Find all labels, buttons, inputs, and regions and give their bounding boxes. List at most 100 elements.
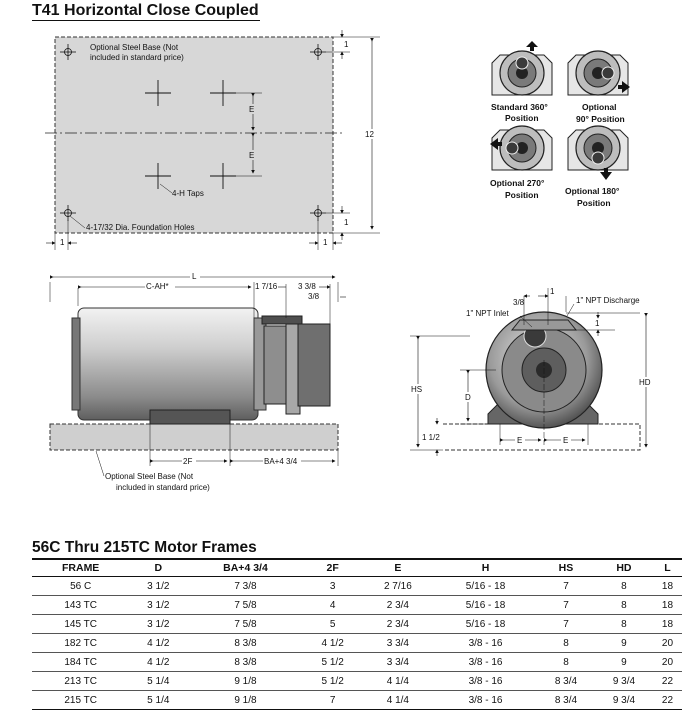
table-cell: 20 <box>652 633 682 653</box>
table-cell: 2 3/4 <box>361 595 435 615</box>
table-cell: 8 <box>594 614 653 634</box>
table-cell: 18 <box>652 576 682 596</box>
table-cell: 4 1/2 <box>303 633 362 653</box>
table-cell: 9 1/8 <box>187 671 304 691</box>
table-cell: 2 3/4 <box>361 614 435 634</box>
table-cell: 4 1/4 <box>361 690 435 710</box>
table-cell: 5/16 - 18 <box>434 595 537 615</box>
end-discharge-label: 1" NPT Discharge <box>576 296 640 305</box>
table-cell: 143 TC <box>32 595 130 615</box>
side-elevation-view: L C-AH* 1 7/16 3 3/8 3/8 2F BA+4 3/4 Opt… <box>49 271 346 492</box>
table-cell: 8 3/4 <box>536 690 595 710</box>
pump-adapter <box>263 325 289 405</box>
table-cell: 22 <box>652 690 682 710</box>
position-360-line1: Standard 360° <box>491 102 548 112</box>
base-holes-label: 4-17/32 Dia. Foundation Holes <box>86 223 195 232</box>
col-ba: BA+4 3/4 <box>187 558 304 577</box>
table-cell: 9 <box>594 633 653 653</box>
side-dim-ba: BA+4 3/4 <box>264 457 298 466</box>
table-cell: 5 <box>303 614 362 634</box>
table-cell: 8 <box>594 576 653 596</box>
end-dim-1a: 1 <box>550 287 555 296</box>
table-cell: 8 3/8 <box>187 652 304 672</box>
table-cell: 7 5/8 <box>187 614 304 634</box>
base-note-line1: Optional Steel Base (Not <box>90 43 179 52</box>
side-note-line1: Optional Steel Base (Not <box>105 472 194 481</box>
base-dim-1-right: 1 <box>323 238 328 247</box>
table-cell: 20 <box>652 652 682 672</box>
table-cell: 9 3/4 <box>594 671 653 691</box>
table-cell: 8 <box>594 595 653 615</box>
table-cell: 5 1/4 <box>129 690 188 710</box>
col-d: D <box>129 558 188 577</box>
table-cell: 215 TC <box>32 690 130 710</box>
table-cell: 8 <box>536 652 595 672</box>
base-dim-e2: E <box>249 151 254 160</box>
end-dim-d: D <box>465 393 471 402</box>
base-dim-1-bot: 1 <box>344 218 349 227</box>
base-dim-12: 12 <box>365 130 374 139</box>
side-dim-1716: 1 7/16 <box>255 282 278 291</box>
table-cell: 7 <box>303 690 362 710</box>
end-inlet-label: 1" NPT Inlet <box>466 309 509 318</box>
side-note-line2: included in standard price) <box>116 483 210 492</box>
position-270-icon <box>490 125 553 171</box>
base-plan-view: E E Optional Steel Base (Not included in… <box>45 30 380 250</box>
table-cell: 3 1/2 <box>129 614 188 634</box>
position-90-icon <box>567 50 630 96</box>
table-cell: 9 3/4 <box>594 690 653 710</box>
table-cell: 3 3/4 <box>361 633 435 653</box>
drawings: E E Optional Steel Base (Not included in… <box>45 30 654 492</box>
table-row: 182 TC 4 1/2 8 3/8 4 1/2 3 3/4 3/8 - 16 … <box>32 633 682 653</box>
table-cell: 3/8 - 16 <box>434 671 537 691</box>
table-cell: 4 1/4 <box>361 671 435 691</box>
table-cell: 3/8 - 16 <box>434 633 537 653</box>
col-e: E <box>361 558 435 577</box>
position-270-line2: Position <box>505 190 539 200</box>
position-90-line2: 90° Position <box>576 114 625 124</box>
end-dim-e1: E <box>517 436 522 445</box>
table-row: 215 TC 5 1/4 9 1/8 7 4 1/4 3/8 - 16 8 3/… <box>32 690 682 710</box>
side-dim-38: 3/8 <box>308 292 320 301</box>
table-cell: 7 5/8 <box>187 595 304 615</box>
table-row: 56 C 3 1/2 7 3/8 3 2 7/16 5/16 - 18 7 8 … <box>32 576 682 596</box>
end-dim-hs: HS <box>411 385 422 394</box>
table-cell: 3 1/2 <box>129 595 188 615</box>
table-cell: 2 7/16 <box>361 576 435 596</box>
table-row: 145 TC 3 1/2 7 5/8 5 2 3/4 5/16 - 18 7 8… <box>32 614 682 634</box>
table-cell: 8 3/4 <box>536 671 595 691</box>
motor-foot <box>149 409 231 425</box>
table-cell: 7 <box>536 595 595 615</box>
table-cell: 184 TC <box>32 652 130 672</box>
base-taps-label: 4-H Taps <box>172 189 204 198</box>
pump-discharge <box>261 315 303 325</box>
end-dim-112: 1 1/2 <box>422 433 440 442</box>
position-270-line1: Optional 270° <box>490 178 545 188</box>
table-cell: 7 3/8 <box>187 576 304 596</box>
base-dim-1-top: 1 <box>344 40 349 49</box>
table-cell: 9 1/8 <box>187 690 304 710</box>
position-180-line1: Optional 180° <box>565 186 620 196</box>
base-dim-1-left: 1 <box>60 238 65 247</box>
table-cell: 145 TC <box>32 614 130 634</box>
table-cell: 4 <box>303 595 362 615</box>
col-hd: HD <box>594 558 653 577</box>
table-cell: 182 TC <box>32 633 130 653</box>
end-dim-38: 3/8 <box>513 298 525 307</box>
table-cell: 4 1/2 <box>129 633 188 653</box>
side-dim-2f: 2F <box>183 457 192 466</box>
table-cell: 3 <box>303 576 362 596</box>
end-dim-hd: HD <box>639 378 651 387</box>
table-cell: 5/16 - 18 <box>434 576 537 596</box>
col-l: L <box>652 558 682 577</box>
base-dim-e1: E <box>249 105 254 114</box>
side-dim-l: L <box>192 272 197 281</box>
table-cell: 18 <box>652 595 682 615</box>
table-row: 184 TC 4 1/2 8 3/8 5 1/2 3 3/4 3/8 - 16 … <box>32 652 682 672</box>
col-hs: HS <box>536 558 595 577</box>
table-cell: 3/8 - 16 <box>434 690 537 710</box>
table-cell: 56 C <box>32 576 130 596</box>
end-elevation-view: 3/8 1 1 1" NPT Discharge 1" NPT Inlet HS… <box>410 287 654 456</box>
table-cell: 5 1/2 <box>303 671 362 691</box>
table-cell: 18 <box>652 614 682 634</box>
